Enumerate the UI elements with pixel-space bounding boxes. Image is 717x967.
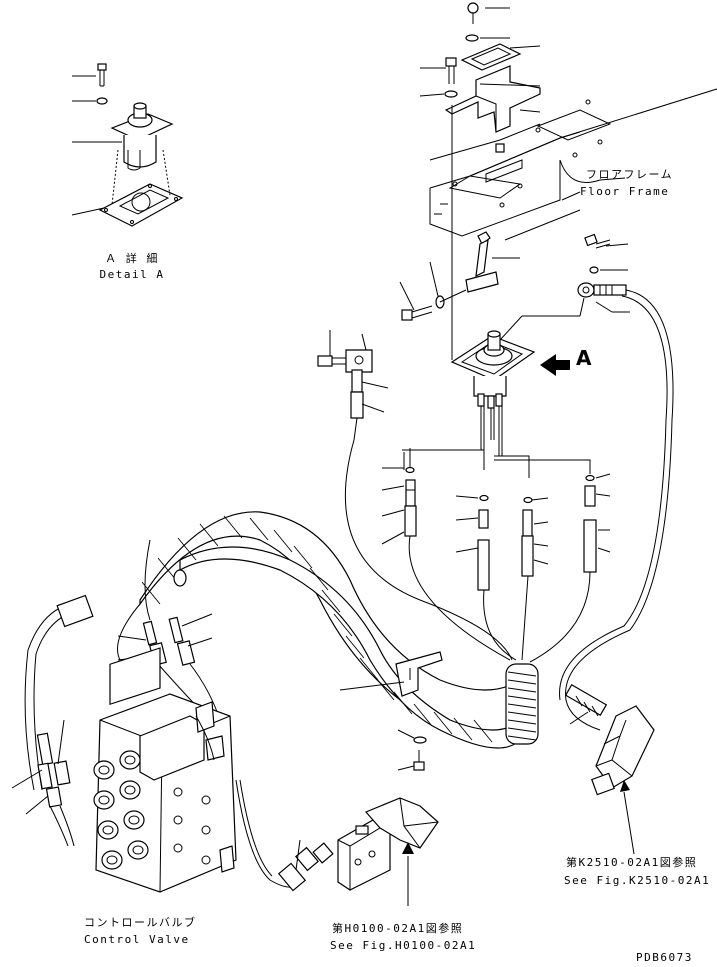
valve-spool bbox=[127, 840, 149, 860]
valve-spool-end bbox=[128, 815, 140, 825]
wrap-band bbox=[199, 523, 219, 547]
valve-spool bbox=[123, 810, 145, 830]
lever-and-ppc-valve bbox=[399, 231, 585, 456]
ref-k2510-label-jp: 第K2510-02A1図参照 bbox=[566, 856, 698, 869]
wrap-band bbox=[157, 557, 177, 581]
wrap-band bbox=[309, 567, 329, 591]
control-valve bbox=[93, 647, 237, 893]
valve-spool bbox=[93, 790, 115, 810]
wrapped-hose-bundle bbox=[24, 511, 539, 791]
valve-spool bbox=[101, 850, 123, 870]
view-arrow-label: A bbox=[576, 346, 592, 370]
wrap-band bbox=[507, 703, 537, 709]
detail-a-assembly bbox=[71, 63, 184, 227]
valve-spool bbox=[93, 760, 115, 780]
wrap-band bbox=[507, 735, 537, 741]
control-valve-label-jp: コントロールバルブ bbox=[84, 916, 197, 929]
right-hose bbox=[559, 289, 674, 731]
floor-frame-label-en: Floor Frame bbox=[580, 185, 670, 198]
valve-spool bbox=[119, 780, 141, 800]
ref-h0100-label-jp: 第H0100-02A1図参照 bbox=[332, 922, 464, 935]
wrap-band bbox=[507, 711, 537, 717]
top-right-fitting bbox=[577, 233, 630, 313]
drawing-code: PDB6073 bbox=[636, 951, 693, 964]
manifold-fittings bbox=[344, 439, 611, 663]
wrap-band bbox=[473, 719, 493, 743]
wrap-band bbox=[507, 671, 537, 677]
wrap-band bbox=[177, 537, 197, 561]
valve-spool-end bbox=[98, 765, 110, 775]
wrap-band bbox=[345, 635, 365, 659]
control-valve-label-en: Control Valve bbox=[84, 933, 190, 946]
valve-spool bbox=[119, 750, 141, 770]
valve-spool-end bbox=[106, 855, 118, 865]
wrap-band bbox=[453, 717, 473, 741]
wrap-band bbox=[507, 727, 537, 733]
ref-h0100-label-en: See Fig.H0100-02A1 bbox=[330, 939, 477, 952]
valve-spool bbox=[97, 820, 119, 840]
wrap-band bbox=[293, 545, 313, 569]
wrap-band bbox=[433, 711, 453, 735]
wrap-band bbox=[273, 529, 293, 553]
wrap-band bbox=[333, 613, 353, 637]
wrap-band bbox=[393, 691, 413, 715]
wrap-band bbox=[375, 677, 395, 701]
floor-frame-label-jp: フロアフレーム bbox=[586, 168, 674, 181]
wrap-band bbox=[507, 719, 537, 725]
wrap-band bbox=[359, 657, 379, 681]
valve-spool-end bbox=[124, 785, 136, 795]
elbow-fitting-left bbox=[317, 330, 389, 441]
wrap-band bbox=[507, 687, 537, 693]
valve-spool-end bbox=[102, 825, 114, 835]
wrap-band bbox=[223, 515, 243, 539]
valve-spool-end bbox=[124, 755, 136, 765]
wrap-band bbox=[321, 589, 341, 613]
right-solenoid bbox=[564, 683, 655, 855]
detail-a-label-en: Detail A bbox=[99, 268, 165, 281]
cover-bracket-assembly bbox=[419, 2, 541, 360]
valve-spool-end bbox=[132, 845, 144, 855]
floor-frame bbox=[429, 88, 717, 241]
detail-a-label-jp: Ａ 詳 細 bbox=[105, 252, 159, 265]
wrap-band bbox=[507, 679, 537, 685]
wrap-band bbox=[507, 695, 537, 701]
valve-spool-end bbox=[98, 795, 110, 805]
ref-k2510-label-en: See Fig.K2510-02A1 bbox=[564, 874, 711, 887]
bottom-lock-valve bbox=[235, 779, 439, 906]
wrap-band bbox=[249, 517, 269, 541]
wrap-band bbox=[413, 703, 433, 727]
view-arrow-a bbox=[540, 354, 570, 376]
bundle-bracket bbox=[339, 651, 443, 771]
